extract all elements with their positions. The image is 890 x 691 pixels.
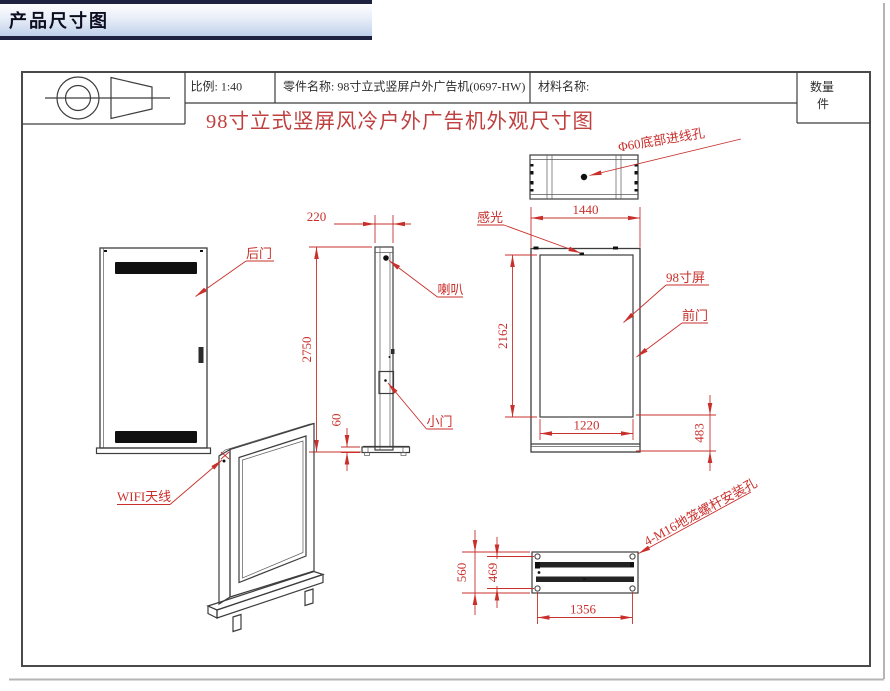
title-block: 比例: 1:40 零件名称: 98寸立式竖屏户外广告机(0697-HW) 材料名… (22, 72, 870, 125)
door-handle (198, 347, 204, 363)
back-view: 后门 (95, 246, 274, 455)
cable-entry-label: Φ60底部进线孔 (617, 125, 706, 154)
svg-text:483: 483 (692, 423, 707, 443)
quantity-label: 数量 (810, 79, 834, 94)
svg-text:220: 220 (307, 209, 327, 224)
scale-label: 比例: 1:40 (191, 80, 243, 94)
page-header: 产品尺寸图 (0, 0, 372, 40)
bottom-vent (115, 431, 197, 443)
top-vent (115, 262, 197, 274)
wifi-antenna-mark (220, 451, 230, 463)
wifi-antenna-leader (169, 459, 223, 505)
base-slot (536, 562, 634, 568)
back-base (95, 447, 212, 455)
svg-text:1356: 1356 (570, 602, 597, 617)
anchor-hole (629, 553, 636, 560)
small-door-label: 小门 (427, 414, 453, 429)
svg-text:2750: 2750 (299, 337, 314, 363)
top-view-detail-lines (530, 155, 638, 199)
side-view: 220 2750 60 喇叭 小门 (299, 209, 464, 471)
svg-text:1440: 1440 (573, 202, 599, 217)
screen-outline (539, 254, 634, 418)
svg-text:60: 60 (329, 414, 344, 427)
dim-width: 1440 (530, 202, 641, 248)
cable-entry-hole (580, 173, 588, 181)
anchor-hole (534, 553, 541, 560)
light-sensor-mark (579, 252, 584, 255)
svg-text:560: 560 (454, 563, 469, 583)
small-door-leader (387, 382, 427, 430)
speaker-label: 喇叭 (438, 282, 464, 297)
dim-hole-pitch-width: 1356 (537, 592, 633, 624)
drawing-frame (9, 3, 885, 681)
page-title: 产品尺寸图 (9, 11, 109, 31)
top-view: Φ60底部进线孔 (529, 125, 742, 200)
light-sensor-leader (503, 224, 581, 254)
bottom-view: 560 469 1356 4-M16地笼螺杆安装孔 (454, 475, 760, 624)
dim-height: 2750 (299, 246, 372, 453)
unit-label: 件 (817, 97, 829, 111)
anchor-hole (534, 585, 541, 592)
dim-bottom-offset: 483 (636, 395, 716, 471)
projection-symbol-icon (45, 76, 170, 120)
back-door-label: 后门 (246, 246, 272, 261)
perspective-base (206, 570, 325, 633)
part-name-label: 零件名称: 98寸立式竖屏户外广告机(0697-HW) (283, 79, 525, 94)
speaker-leader (388, 260, 438, 298)
anchor-holes-leader (638, 491, 752, 554)
svg-text:1220: 1220 (574, 418, 600, 433)
dim-screen-width: 1220 (539, 418, 634, 440)
front-view: 1440 2162 1220 483 感光 98寸屏 (477, 202, 716, 471)
dim-base-height: 60 (329, 414, 360, 471)
small-door (378, 370, 395, 395)
svg-text:469: 469 (485, 563, 500, 583)
light-sensor-label: 感光 (477, 210, 503, 225)
back-door-leader (195, 260, 247, 297)
cable-entry-leader (589, 138, 742, 176)
screen-leader (623, 284, 667, 323)
dim-depth: 220 (307, 209, 411, 243)
anchor-holes-label: 4-M16地笼螺杆安装孔 (641, 475, 759, 548)
wifi-antenna-label: WIFI天线 (117, 489, 171, 504)
drawing-title: 98寸立式竖屏风冷户外广告机外观尺寸图 (206, 110, 594, 133)
svg-text:2162: 2162 (495, 323, 510, 349)
material-name-label: 材料名称: (538, 79, 589, 94)
screen-label: 98寸屏 (666, 270, 705, 285)
front-door-label: 前门 (682, 308, 708, 323)
speaker-dot (383, 255, 389, 261)
perspective-view: WIFI天线 (117, 422, 325, 633)
anchor-hole (629, 585, 636, 592)
dim-hole-pitch-depth: 469 (485, 537, 534, 608)
side-base (361, 445, 411, 456)
perspective-screen (238, 435, 307, 584)
front-door-leader (636, 322, 683, 358)
dim-screen-height: 2162 (495, 254, 537, 418)
